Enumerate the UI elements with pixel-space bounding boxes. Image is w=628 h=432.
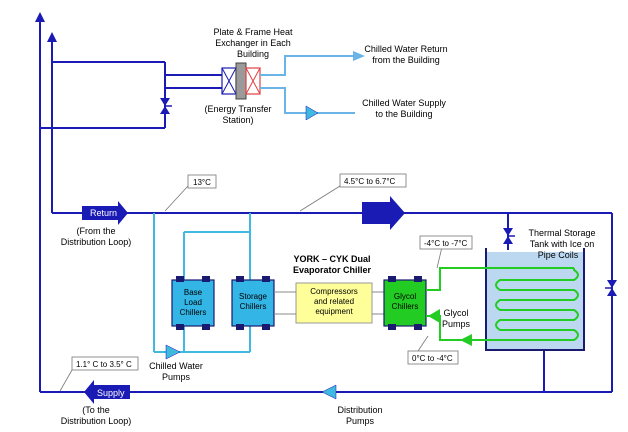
compressors-equipment: Compressors and related equipment xyxy=(295,282,373,324)
supply-to-line-1: (To the xyxy=(82,405,110,415)
compressors-line-2: and related xyxy=(314,297,354,306)
base-load-line-2: Load xyxy=(184,298,202,307)
hx-title-line-1: Plate & Frame Heat xyxy=(213,27,293,37)
storage-chillers: Storage Chillers xyxy=(231,276,275,330)
chiller-title-line-2: Evaporator Chiller xyxy=(293,265,372,275)
temp-glycol-supply-text: -4°C to -7°C xyxy=(424,239,468,248)
tes-line-3: Pipe Coils xyxy=(538,250,579,260)
hx-title-line-2: Exchanger in Each xyxy=(215,38,291,48)
tes-line-2: Tank with Ice on xyxy=(530,239,595,249)
temp-callout-glycol-supply: -4°C to -7°C xyxy=(419,235,473,250)
compressor-connections xyxy=(274,291,384,315)
storage-line-1: Storage xyxy=(239,292,268,301)
bypass-valve-icon[interactable] xyxy=(160,98,172,114)
glycol-pumps-line-1: Glycol xyxy=(443,308,468,318)
return-from-line-2: Distribution Loop) xyxy=(61,237,132,247)
return-arrow-label: Return xyxy=(90,208,117,218)
temp-glycol-return-text: 0°C to -4°C xyxy=(412,354,453,363)
return-arrow: Return xyxy=(82,201,128,225)
loop-flow-arrow-icon xyxy=(362,196,405,230)
loop-up-arrow-icon xyxy=(35,12,45,22)
cw-supply-line-2: to the Building xyxy=(375,109,432,119)
glycol-chillers-line-2: Chillers xyxy=(392,302,419,311)
return-from-line-1: (From the xyxy=(76,226,115,236)
distribution-loop xyxy=(39,20,613,393)
distribution-pumps-line-2: Pumps xyxy=(346,416,375,426)
plate-frame-heat-exchanger xyxy=(221,62,261,100)
building-pump-icon xyxy=(305,105,319,121)
supply-arrow: Supply xyxy=(84,380,130,404)
supply-to-line-2: Distribution Loop) xyxy=(61,416,132,426)
tes-line-1: Thermal Storage xyxy=(528,228,595,238)
bypass-loop-valve-icon[interactable] xyxy=(605,280,617,296)
temp-return-text: 4.5°C to 6.7°C xyxy=(344,177,396,186)
cw-return-line-1: Chilled Water Return xyxy=(364,44,447,54)
temp-callout-13: 13°C xyxy=(187,174,217,189)
building-chilled-water-lines xyxy=(260,55,355,114)
tes-inlet-valve-icon[interactable] xyxy=(503,228,515,244)
glycol-chillers: Glycol Chillers xyxy=(383,276,427,330)
hx-title-line-3: Building xyxy=(237,49,269,59)
compressors-line-1: Compressors xyxy=(310,287,358,296)
callout-leaders xyxy=(59,185,443,392)
temp-callout-glycol-return: 0°C to -4°C xyxy=(407,350,459,365)
temp-supply-text: 1.1° C to 3.5° C xyxy=(76,360,132,369)
base-load-line-1: Base xyxy=(184,288,203,297)
cw-pumps-line-1: Chilled Water xyxy=(149,361,203,371)
glycol-chillers-line-1: Glycol xyxy=(394,292,416,301)
loop-up-arrow-2-icon xyxy=(47,32,57,42)
temp-13-text: 13°C xyxy=(193,178,211,187)
distribution-pumps-line-1: Distribution xyxy=(337,405,382,415)
cw-pumps-line-2: Pumps xyxy=(162,372,191,382)
base-load-chillers: Base Load Chillers xyxy=(171,276,215,330)
glycol-pumps-line-2: Pumps xyxy=(442,319,471,329)
cw-supply-line-1: Chilled Water Supply xyxy=(362,98,446,108)
base-load-line-3: Chillers xyxy=(180,308,207,317)
cw-return-line-2: from the Building xyxy=(372,55,440,65)
chiller-title-line-1: YORK – CYK Dual xyxy=(293,254,370,264)
temp-callout-supply: 1.1° C to 3.5° C xyxy=(71,356,139,371)
cw-return-line xyxy=(260,55,355,76)
cw-return-arrow-icon xyxy=(353,51,365,61)
distribution-pump-icon xyxy=(321,384,337,400)
chilled-water-pump-icon xyxy=(165,344,181,360)
supply-arrow-label: Supply xyxy=(97,388,125,398)
glycol-loop xyxy=(426,267,579,341)
glycol-pump-icon xyxy=(428,309,440,323)
glycol-flow-arrow-icon xyxy=(460,334,472,346)
energy-station-line-2: Station) xyxy=(222,115,253,125)
storage-line-2: Chillers xyxy=(240,302,267,311)
temp-callout-return: 4.5°C to 6.7°C xyxy=(339,173,407,188)
compressors-line-3: equipment xyxy=(315,307,353,316)
cw-supply-line xyxy=(260,87,355,114)
energy-station-line-1: (Energy Transfer xyxy=(204,104,271,114)
